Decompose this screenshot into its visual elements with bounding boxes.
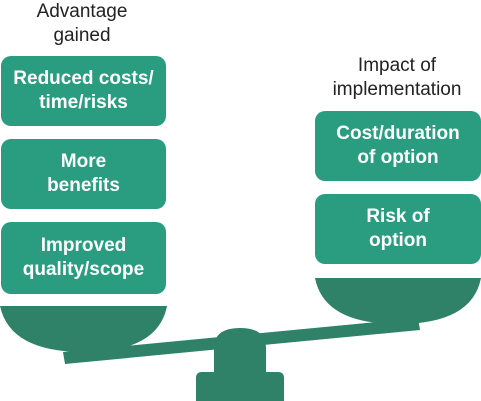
box-line: Risk of: [366, 206, 430, 227]
box-line: Cost/duration: [336, 123, 460, 144]
heading-line: gained: [53, 25, 111, 46]
reduced-costs-box: Reduced costs/ time/risks: [1, 56, 166, 126]
right-scale-pan: [315, 278, 481, 324]
improved-quality-box: Improved quality/scope: [1, 222, 166, 294]
risk-of-option-box: Risk of option: [315, 194, 481, 264]
box-line: time/risks: [39, 92, 128, 113]
scale-fulcrum: [196, 328, 284, 401]
box-line: of option: [357, 147, 439, 168]
box-line: Improved: [40, 235, 127, 256]
impact-of-implementation-heading: Impact of implementation: [316, 54, 478, 102]
advantage-gained-heading: Advantage gained: [12, 0, 152, 48]
box-line: quality/scope: [22, 259, 145, 280]
box-line: Reduced costs/: [13, 68, 154, 89]
heading-line: Advantage: [36, 1, 128, 22]
more-benefits-box: More benefits: [1, 139, 166, 209]
box-line: benefits: [47, 175, 120, 196]
heading-line: implementation: [332, 79, 462, 100]
heading-line: Impact of: [357, 55, 437, 76]
box-line: option: [368, 230, 428, 251]
left-scale-pan: [0, 306, 167, 352]
box-line: More: [60, 151, 107, 172]
cost-duration-box: Cost/duration of option: [315, 111, 481, 181]
